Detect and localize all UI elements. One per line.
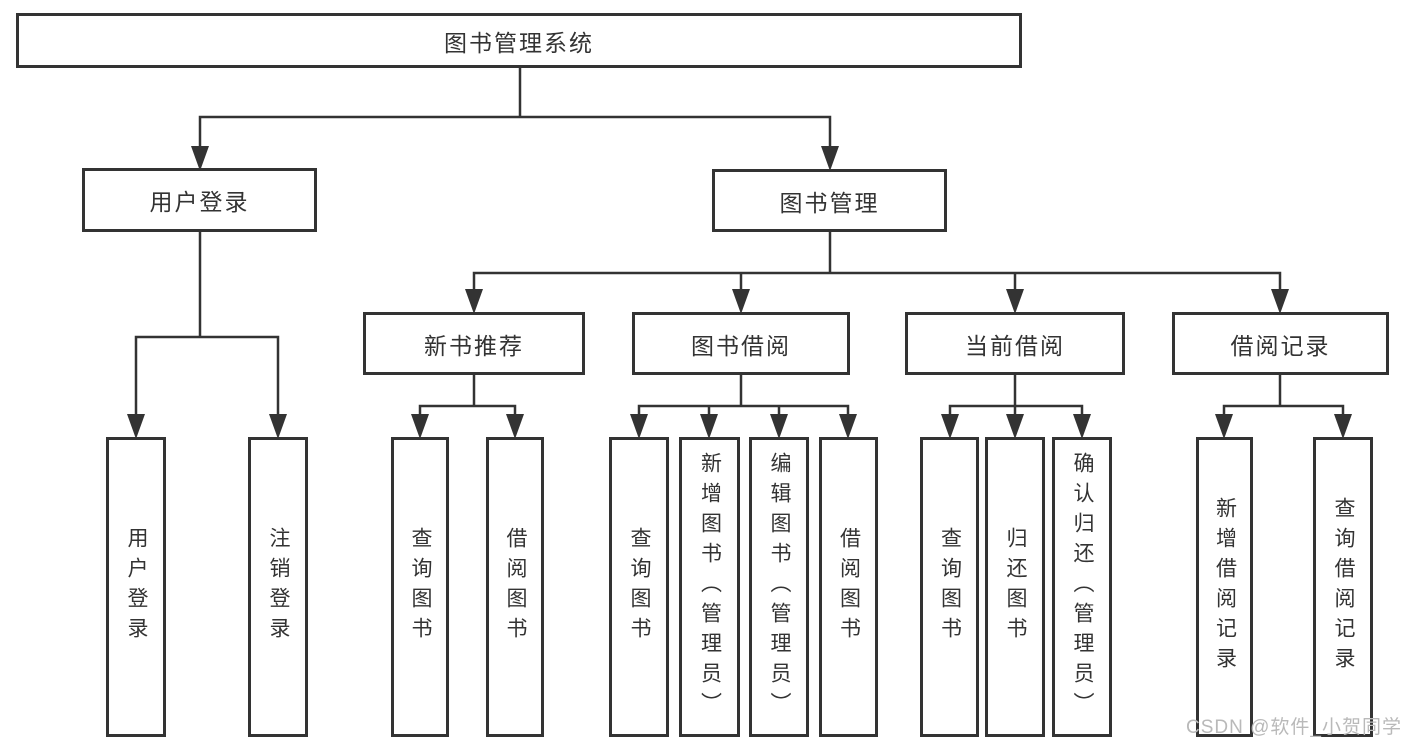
node-book-management: 图书管理 [712, 169, 947, 232]
node-new-book-recommend: 新书推荐 [363, 312, 585, 375]
leaf-user-login: 用户登录 [106, 437, 166, 737]
leaf-add-borrow-record: 新增借阅记录 [1196, 437, 1253, 737]
leaf-logout: 注销登录 [248, 437, 308, 737]
node-user-login: 用户登录 [82, 168, 317, 232]
node-book-borrow: 图书借阅 [632, 312, 850, 375]
leaf-query-books-borrow: 查询图书 [609, 437, 669, 737]
csdn-watermark: CSDN @软件_小贺同学 [1186, 717, 1402, 738]
node-borrow-records: 借阅记录 [1172, 312, 1389, 375]
leaf-borrow-books-borrow: 借阅图书 [819, 437, 878, 737]
leaf-confirm-return-admin: 确认归还（管理员） [1052, 437, 1112, 737]
node-current-borrow: 当前借阅 [905, 312, 1125, 375]
leaf-return-book: 归还图书 [985, 437, 1045, 737]
leaf-edit-book-admin: 编辑图书（管理员） [749, 437, 809, 737]
leaf-query-books-current: 查询图书 [920, 437, 979, 737]
leaf-add-book-admin: 新增图书（管理员） [679, 437, 740, 737]
leaf-query-borrow-record: 查询借阅记录 [1313, 437, 1373, 737]
leaf-borrow-books-recommend: 借阅图书 [486, 437, 544, 737]
node-root-system: 图书管理系统 [16, 13, 1022, 68]
leaf-query-books-recommend: 查询图书 [391, 437, 449, 737]
